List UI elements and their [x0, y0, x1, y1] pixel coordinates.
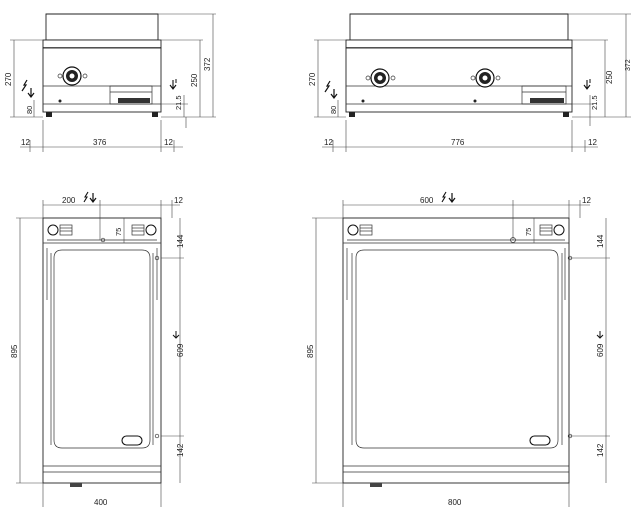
dim-side: 12: [582, 196, 591, 205]
dim-side-right: 12: [588, 138, 597, 147]
electric-supply-icon: [83, 191, 97, 203]
electric-supply-icon: [324, 80, 338, 99]
dim-height-total: 372: [203, 57, 212, 71]
dim-low: 80: [329, 106, 338, 114]
electric-supply-icon: [21, 79, 35, 98]
front-view-large: 270 80 372 250 21.5 12 776 12: [308, 13, 631, 152]
control-knob-right-icon: [470, 68, 501, 88]
dim-low: 80: [25, 106, 34, 114]
dim-depth: 895: [10, 344, 19, 358]
dim-lower: 142: [596, 443, 605, 457]
dim-top-offset: 200: [62, 196, 76, 205]
dim-middle: 609: [176, 343, 185, 357]
dim-height-inner: 21.5: [174, 95, 183, 110]
dim-height-right: 250: [605, 70, 614, 84]
dim-depth: 895: [306, 344, 315, 358]
dim-side-left: 12: [324, 138, 333, 147]
top-view-small: 200 12 75 895 144 609 142 400: [10, 191, 185, 507]
dim-width: 376: [93, 138, 107, 147]
water-drain-icon: [596, 331, 604, 339]
water-drain-icon: [169, 79, 177, 90]
electric-supply-icon: [441, 191, 456, 203]
dim-side-left: 12: [21, 138, 30, 147]
dim-height-body: 270: [4, 72, 13, 86]
dim-upper: 144: [596, 234, 605, 248]
dim-side-right: 12: [164, 138, 173, 147]
water-drain-icon: [583, 79, 591, 90]
dim-inner-top: 75: [114, 228, 123, 236]
dim-upper: 144: [176, 234, 185, 248]
dim-inner-top: 75: [524, 228, 533, 236]
dim-lower: 142: [176, 443, 185, 457]
control-knob-icon: [57, 66, 88, 86]
dim-side: 12: [174, 196, 183, 205]
control-knob-left-icon: [365, 68, 396, 88]
dim-width: 400: [94, 498, 108, 507]
dim-height-total: 372: [625, 59, 631, 71]
dim-height-inner: 21.5: [590, 95, 599, 110]
water-drain-icon: [172, 331, 180, 339]
dim-top-offset: 600: [420, 196, 434, 205]
dim-width: 776: [451, 138, 465, 147]
top-view-large: 600 12 75 895 144 609 142 800: [306, 191, 610, 507]
dim-height-right: 250: [190, 73, 199, 87]
front-view-small: 270 80 372 250 21.5 12 376 12: [4, 13, 216, 152]
dim-middle: 609: [596, 343, 605, 357]
dim-width: 800: [448, 498, 462, 507]
dim-height-body: 270: [308, 72, 317, 86]
